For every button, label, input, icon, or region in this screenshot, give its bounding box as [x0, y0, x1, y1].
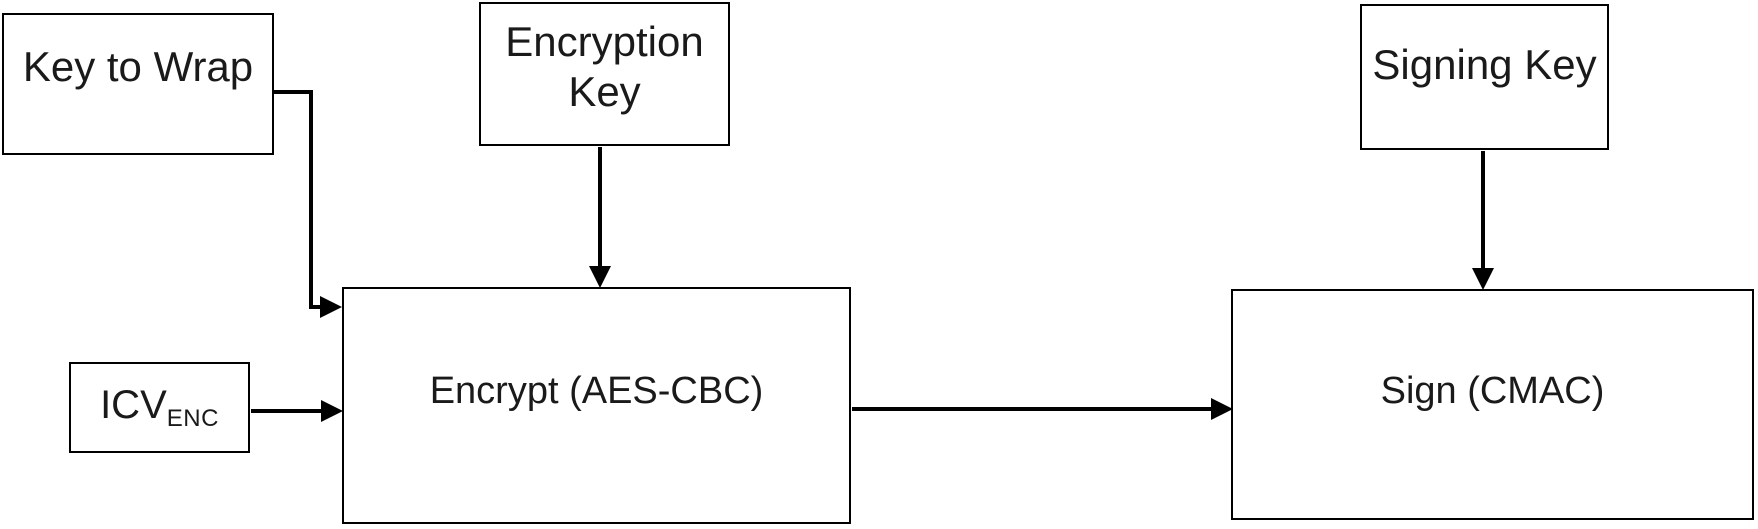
node-signing-key-label: Signing Key [1372, 41, 1597, 88]
arrow-signing-key-to-sign [1472, 151, 1494, 290]
node-icv: ICVENC [69, 362, 250, 453]
node-encryption-key-label: Encryption Key [505, 17, 704, 115]
arrow-encryption-key-to-encrypt [589, 147, 611, 288]
arrow-encrypt-to-sign [852, 398, 1233, 420]
node-sign-label: Sign (CMAC) [1380, 370, 1605, 412]
arrow-icv-to-encrypt [251, 400, 343, 422]
node-encrypt: Encrypt (AES-CBC) [342, 287, 851, 524]
node-encrypt-label: Encrypt (AES-CBC) [429, 370, 764, 412]
node-icv-label-subscript: ENC [166, 405, 219, 432]
arrow-key-to-wrap-to-encrypt [274, 90, 342, 318]
node-icv-label: ICVENC [100, 383, 219, 432]
node-encryption-key: Encryption Key [479, 2, 730, 146]
node-signing-key: Signing Key [1360, 4, 1609, 150]
node-key-to-wrap: Key to Wrap [2, 13, 274, 155]
node-key-to-wrap-label: Key to Wrap [22, 43, 254, 90]
node-sign: Sign (CMAC) [1231, 289, 1754, 520]
